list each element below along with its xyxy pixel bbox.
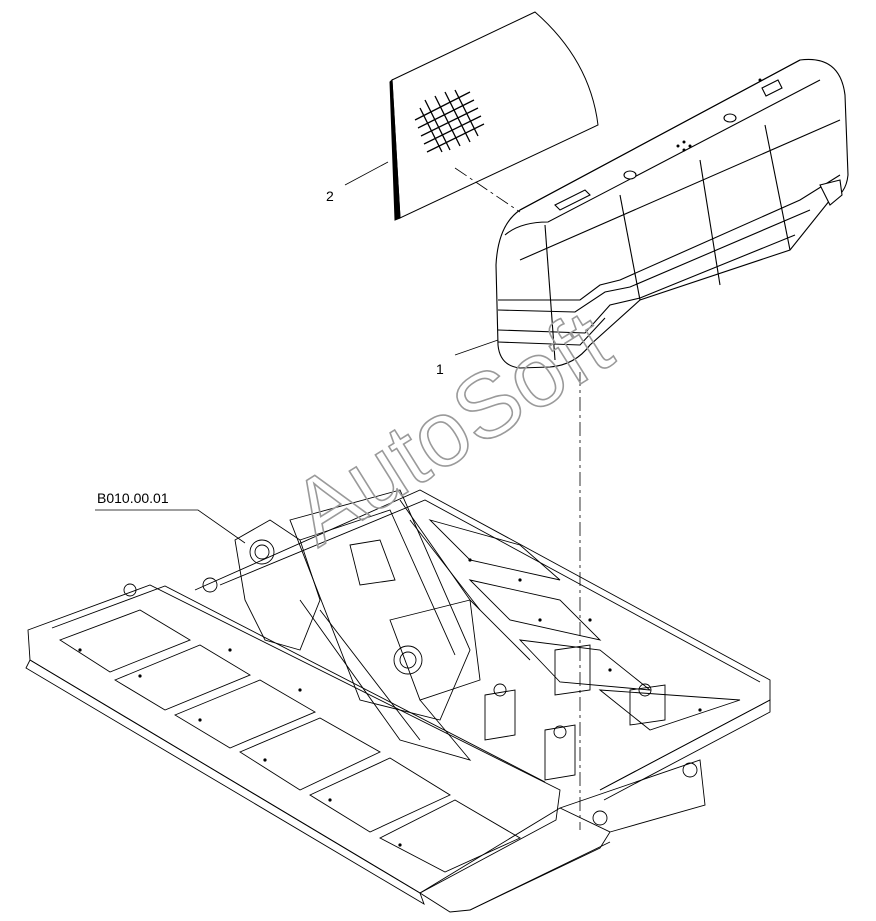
decal-crosshatch — [414, 89, 485, 153]
leader-item-2 — [344, 161, 389, 186]
leader-lines — [95, 161, 581, 830]
chassis-frame — [25, 489, 771, 913]
leader-assembly-ref — [95, 509, 246, 544]
callout-assembly-ref: B010.00.01 — [97, 490, 169, 506]
callout-item-1: 1 — [436, 361, 444, 377]
leader-item-1 — [454, 339, 499, 356]
centerline-decal — [454, 167, 521, 213]
decal-panel — [389, 11, 599, 221]
watermark-text: AutoSoft — [275, 291, 628, 565]
counterweight — [495, 58, 849, 369]
callout-item-2: 2 — [326, 188, 334, 204]
